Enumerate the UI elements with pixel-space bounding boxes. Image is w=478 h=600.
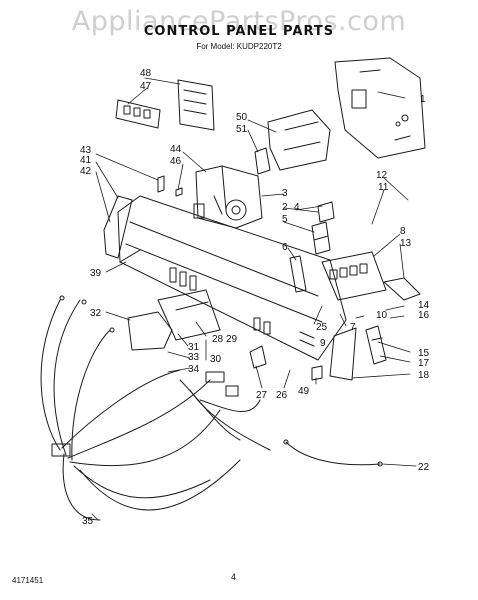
callout-47: 47 [140,81,152,92]
callout-29: 29 [226,334,238,345]
callout-32: 32 [90,308,102,319]
callout-30: 30 [210,354,222,365]
callout-34: 34 [188,364,200,375]
part-39-control-console [117,195,347,361]
part-17-bracket [365,325,387,365]
callout-2: 2 [282,202,288,213]
part-8-switch-bank [321,251,387,301]
part-5-knob [311,221,331,255]
part-27-clip [249,345,267,369]
part-51-clip [254,147,271,175]
callout-18: 18 [418,370,430,381]
part-13-lever [383,277,421,301]
part-50-bracket [267,109,331,171]
callout-48: 48 [140,68,152,79]
part-46-screw [175,187,183,197]
callout-3: 3 [282,188,288,199]
callout-13: 13 [400,238,412,249]
callout-6: 6 [282,242,288,253]
callout-35: 35 [82,516,94,527]
leader-lines [91,77,417,521]
callout-10: 10 [376,310,388,321]
callout-26: 26 [276,390,288,401]
part-1-cover-plate [334,57,426,159]
callout-11: 11 [378,182,389,193]
diagram-title: CONTROL PANEL PARTS [143,24,335,39]
callout-33: 33 [188,352,200,363]
callout-labels: 48 47 1 50 51 43 41 42 44 46 3 2 4 5 12 … [80,68,430,527]
callout-42: 42 [80,166,92,177]
watermark: AppliancePartsPros.com [71,6,407,37]
part-32-selector [127,311,173,351]
callout-28: 28 [212,334,224,345]
document-number: 4171451 [12,576,44,585]
part-2-switch [317,201,335,223]
model-subtitle: For Model: KUDP220T2 [196,42,282,51]
part-22-wire [283,439,383,467]
callout-39: 39 [90,268,102,279]
callout-7: 7 [350,322,356,333]
part-49-tab [311,365,323,381]
callout-15: 15 [418,348,430,359]
callout-4: 4 [294,202,300,213]
callout-5: 5 [282,214,288,225]
callout-41: 41 [80,155,92,166]
callout-9: 9 [320,338,326,349]
callout-8: 8 [400,226,406,237]
part-9-end-cap [329,327,357,381]
part-35-wire-harness [40,295,271,521]
callout-16: 16 [418,310,430,321]
page-number: 4 [231,572,237,582]
callout-51: 51 [236,124,248,135]
callout-31: 31 [188,342,200,353]
part-48-circuit-board [177,79,215,131]
callout-14: 14 [418,300,430,311]
callout-46: 46 [170,156,182,167]
callout-22: 22 [418,462,430,473]
callout-43: 43 [80,145,92,156]
callout-27: 27 [256,390,268,401]
part-28-bracket [157,289,221,341]
callout-12: 12 [376,170,388,181]
part-43-screw [157,175,165,193]
callout-1: 1 [420,94,426,105]
part-44-timer [193,165,263,229]
part-42-end-cap [103,195,133,259]
callout-44: 44 [170,144,182,155]
part-47-connector [115,99,161,129]
callout-50: 50 [236,112,248,123]
callout-17: 17 [418,358,430,369]
callout-49: 49 [298,386,310,397]
callout-25: 25 [316,322,328,333]
part-6-rail [289,255,307,293]
